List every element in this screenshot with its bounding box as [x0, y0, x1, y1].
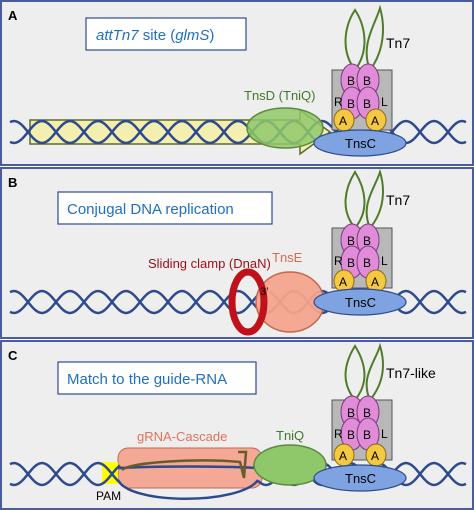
- tnsd-label: TnsD (TniQ): [244, 88, 316, 103]
- tnsb-label: B: [363, 74, 371, 88]
- three-prime-end-label: 3’: [260, 286, 269, 298]
- grna-cascade-label: gRNA-Cascade: [137, 429, 227, 444]
- panel-a-title-end: ): [209, 27, 214, 44]
- dna-strand-c2: [9, 461, 121, 487]
- panel-b-title-box: [57, 191, 273, 225]
- tnsb-label: B: [347, 406, 355, 420]
- panel-a-letter: A: [8, 8, 18, 23]
- tnsb-label: B: [347, 97, 355, 111]
- right-end-label: R: [334, 254, 343, 268]
- guide-rna: [121, 450, 248, 479]
- panel-c-title: Match to the guide-RNA: [67, 371, 227, 388]
- panel-b: B Conjugal DNA replication TnsE Sliding …: [0, 167, 474, 339]
- right-end-label: R: [334, 427, 343, 441]
- right-end-label: R: [334, 95, 343, 109]
- tn7-like-element-c: B B B B R L A A TnsC Tn7-like: [313, 342, 436, 492]
- tnsb-label: B: [347, 74, 355, 88]
- tnsa-label: A: [339, 114, 347, 128]
- tn7-dna-loop: [344, 342, 384, 401]
- tnsa-label: A: [339, 275, 347, 289]
- left-end-label: L: [381, 427, 388, 441]
- tniq-protein: [253, 444, 327, 486]
- tnsc-label: TnsC: [345, 295, 376, 310]
- tnsa-label: A: [371, 114, 379, 128]
- tn7-label: Tn7: [386, 192, 410, 208]
- displaced-strand: [116, 479, 260, 500]
- sliding-clamp: [228, 268, 268, 336]
- panel-a-title-gene: glmS: [175, 27, 209, 44]
- tn7-label: Tn7: [386, 35, 410, 51]
- tnse-label: TnsE: [272, 250, 303, 265]
- panel-a-title: attTn7 site (glmS): [96, 27, 214, 44]
- tnsa-label: A: [371, 275, 379, 289]
- tnsc-label: TnsC: [345, 471, 376, 486]
- tnsa-label: A: [339, 449, 347, 463]
- tn7-dna-loop: [344, 4, 384, 71]
- tnsb-label: B: [363, 428, 371, 442]
- panel-c-title-box: [57, 361, 257, 395]
- tnsb-label: B: [363, 97, 371, 111]
- sliding-clamp-label: Sliding clamp (DnaN): [148, 256, 271, 271]
- pam-label: PAM: [96, 489, 121, 503]
- panel-c-letter: C: [8, 348, 18, 363]
- panel-a: A attTn7 site (glmS) TnsD (TniQ) B B B B…: [0, 0, 474, 166]
- panel-b-title: Conjugal DNA replication: [67, 201, 234, 218]
- tn7-like-label: Tn7-like: [386, 365, 436, 381]
- tnsc-protein: [313, 288, 407, 316]
- tnsb-label: B: [363, 406, 371, 420]
- tnsb-label: B: [347, 428, 355, 442]
- left-end-label: L: [381, 254, 388, 268]
- panel-c: C Match to the guide-RNA gRNA-Cascade PA…: [0, 340, 474, 510]
- left-end-label: L: [381, 95, 388, 109]
- tnsd-protein: [246, 107, 324, 149]
- tn7-element-a: B B B B R L A A TnsC Tn7: [313, 4, 410, 157]
- tnsc-protein: [313, 464, 407, 492]
- panel-a-title-site: attTn7: [96, 27, 139, 44]
- tn7-element-b: B B B B R L A A TnsC Tn7: [313, 168, 410, 316]
- tnsb-label: B: [363, 256, 371, 270]
- tnsa-label: A: [371, 449, 379, 463]
- tnsc-label: TnsC: [345, 136, 376, 151]
- panel-a-title-box: [85, 17, 247, 51]
- tnsb-label: B: [347, 234, 355, 248]
- tnsb-label: B: [363, 234, 371, 248]
- panel-b-letter: B: [8, 175, 17, 190]
- tnsb-label: B: [347, 256, 355, 270]
- tnsc-protein: [313, 129, 407, 157]
- tniq-label: TniQ: [276, 428, 304, 443]
- tn7-dna-loop: [344, 168, 384, 229]
- panel-a-title-mid: site (: [139, 27, 176, 44]
